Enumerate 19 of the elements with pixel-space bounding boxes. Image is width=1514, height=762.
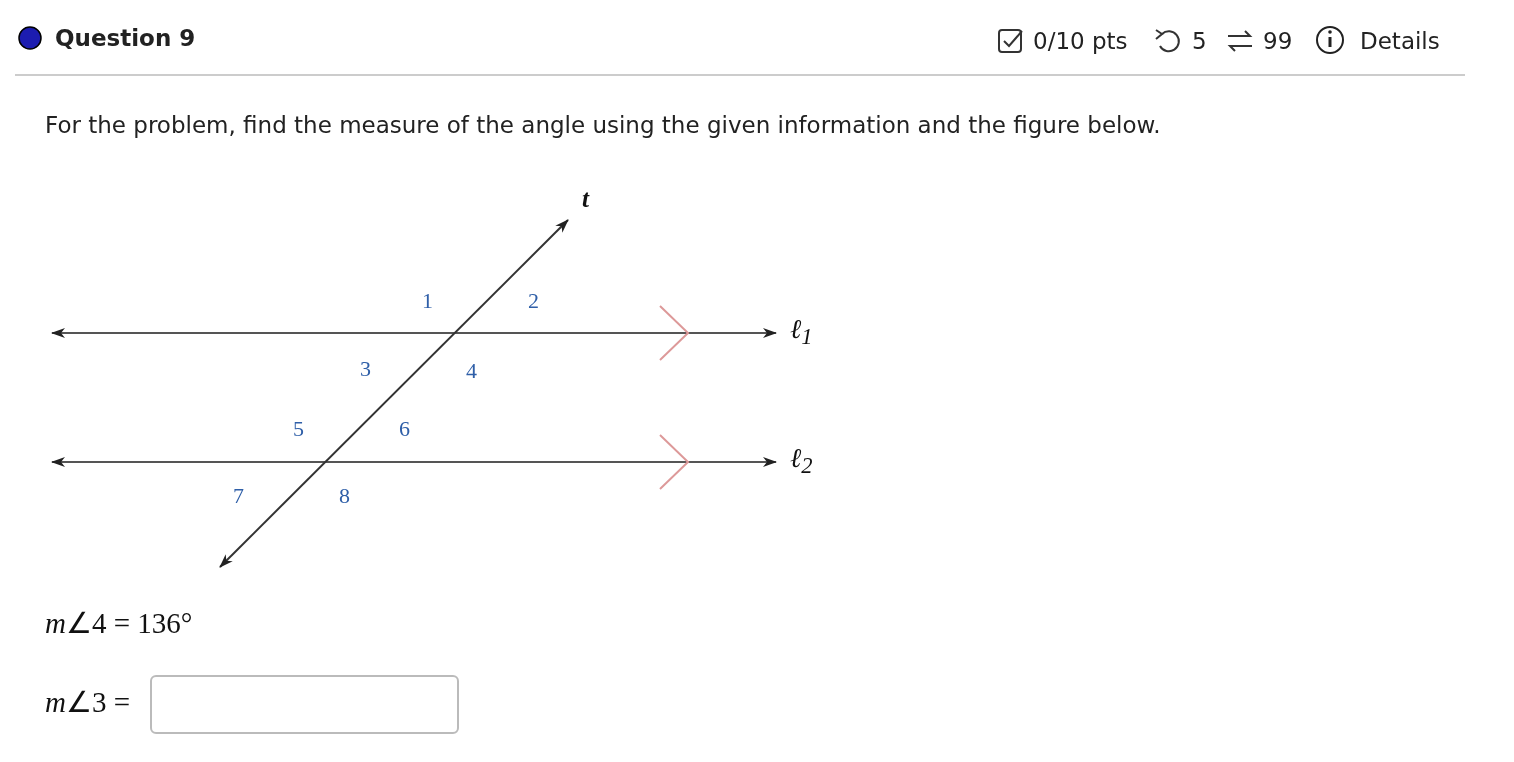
given-equation: m∠4 = 136° <box>45 609 193 638</box>
angle-number: 1 <box>422 290 433 312</box>
question-title: Question 9 <box>55 27 196 50</box>
angle-number: 4 <box>466 360 477 382</box>
line-label: ℓ$_{1}$ <box>790 316 813 349</box>
angle-number: 8 <box>339 485 350 507</box>
answer-prompt: m∠3 = <box>45 688 131 717</box>
line-label: ℓ$_{2}$ <box>790 445 813 478</box>
angle-number: 6 <box>399 418 410 440</box>
angle-number: 2 <box>528 290 539 312</box>
submissions-count: 99 <box>1263 30 1293 53</box>
angle-number: 7 <box>233 485 244 507</box>
line-label: t <box>582 186 589 211</box>
question-text: For the problem, find the measure of the angle using the given information and the figure below. <box>45 114 1161 137</box>
attempts-count: 5 <box>1192 30 1207 53</box>
details-link: Details <box>1360 30 1440 53</box>
angle-number: 5 <box>293 418 304 440</box>
angle-number: 3 <box>360 358 371 380</box>
points-text: 0/10 pts <box>1033 30 1128 53</box>
